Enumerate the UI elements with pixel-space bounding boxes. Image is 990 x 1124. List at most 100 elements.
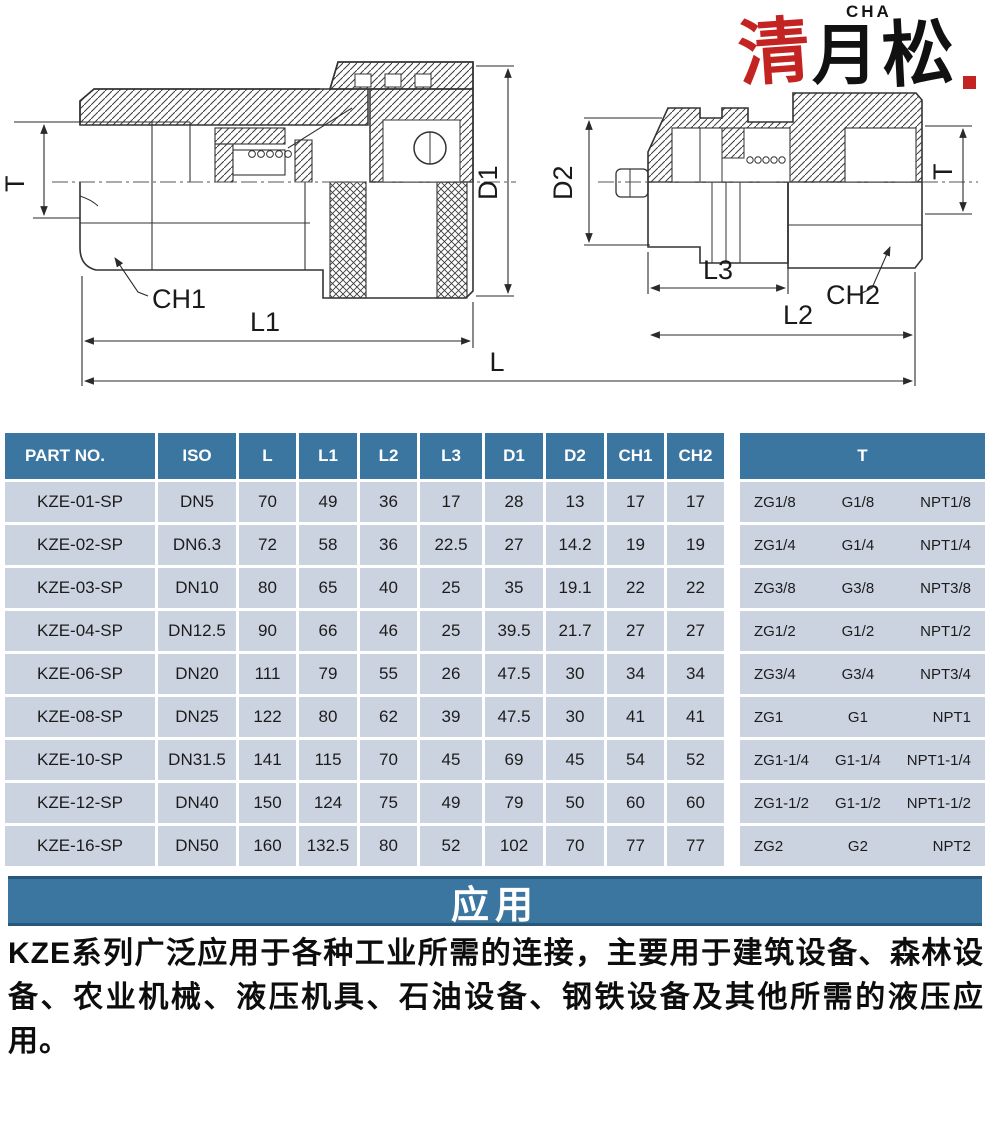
thread-value: G1/2 bbox=[841, 622, 875, 640]
thread-value: NPT2 bbox=[932, 837, 971, 855]
thread-value: G3/4 bbox=[841, 665, 875, 683]
column-header-l: L bbox=[239, 433, 296, 479]
column-header-t: T bbox=[740, 433, 985, 479]
column-header-l3: L3 bbox=[420, 433, 482, 479]
application-header-bar: 应用 bbox=[8, 876, 982, 927]
table-cell: 79 bbox=[299, 654, 357, 694]
thread-value: ZG1/2 bbox=[754, 622, 796, 640]
thread-value: NPT3/4 bbox=[920, 665, 971, 683]
dim-label-d2: D2 bbox=[548, 165, 578, 200]
column-gap-spacer bbox=[727, 433, 737, 479]
thread-value: ZG1/8 bbox=[754, 493, 796, 511]
table-cell: 49 bbox=[420, 783, 482, 823]
table-cell: 122 bbox=[239, 697, 296, 737]
table-cell: 19 bbox=[607, 525, 664, 565]
table-cell: 39 bbox=[420, 697, 482, 737]
female-coupling-drawing bbox=[52, 61, 516, 299]
dim-label-d1: D1 bbox=[473, 165, 503, 200]
table-cell: 90 bbox=[239, 611, 296, 651]
table-cell: 46 bbox=[360, 611, 417, 651]
column-header-ch1: CH1 bbox=[607, 433, 664, 479]
table-cell: 27 bbox=[667, 611, 724, 651]
thread-value: NPT1-1/4 bbox=[906, 751, 971, 769]
table-cell: 26 bbox=[420, 654, 482, 694]
table-cell: KZE-04-SP bbox=[5, 611, 155, 651]
table-cell: KZE-01-SP bbox=[5, 482, 155, 522]
table-cell: KZE-16-SP bbox=[5, 826, 155, 866]
table-cell: 50 bbox=[546, 783, 604, 823]
table-cell: 60 bbox=[667, 783, 724, 823]
dim-label-ch2: CH2 bbox=[826, 280, 880, 310]
logo-char-song: 松 bbox=[879, 9, 957, 98]
table-cell: 75 bbox=[360, 783, 417, 823]
column-gap-spacer bbox=[727, 611, 737, 651]
table-cell: 22 bbox=[607, 568, 664, 608]
table-cell: 40 bbox=[360, 568, 417, 608]
coupling-drawings-svg: T CH1 L1 L D1 D2 L3 CH2 L2 T bbox=[0, 61, 978, 386]
table-cell: 28 bbox=[485, 482, 543, 522]
logo-char-yue: 月 bbox=[812, 16, 878, 94]
table-cell: 72 bbox=[239, 525, 296, 565]
thread-value: NPT1-1/2 bbox=[906, 794, 971, 812]
table-cell: 141 bbox=[239, 740, 296, 780]
table-cell: 70 bbox=[546, 826, 604, 866]
thread-value: ZG2 bbox=[754, 837, 784, 855]
table-cell: 77 bbox=[667, 826, 724, 866]
table-cell: DN25 bbox=[158, 697, 236, 737]
male-drawing-dimensions bbox=[584, 117, 972, 339]
column-header-part-no-: PART NO. bbox=[5, 433, 155, 479]
table-cell: 49 bbox=[299, 482, 357, 522]
thread-value: G1-1/4 bbox=[834, 751, 881, 769]
thread-value: NPT1/4 bbox=[920, 536, 971, 554]
table-cell: 34 bbox=[607, 654, 664, 694]
table-cell: 30 bbox=[546, 697, 604, 737]
thread-value: G1/8 bbox=[841, 493, 875, 511]
thread-value: ZG1-1/4 bbox=[754, 751, 810, 769]
thread-cell: ZG1-1/4 G1-1/4 NPT1-1/4 bbox=[740, 740, 985, 780]
thread-value: G1/4 bbox=[841, 536, 875, 554]
table-cell: 70 bbox=[360, 740, 417, 780]
table-cell: 80 bbox=[360, 826, 417, 866]
table-cell: 62 bbox=[360, 697, 417, 737]
thread-cell: ZG2 G2 NPT2 bbox=[740, 826, 985, 866]
column-gap-spacer bbox=[727, 740, 737, 780]
table-cell: 47.5 bbox=[485, 697, 543, 737]
column-header-l1: L1 bbox=[299, 433, 357, 479]
table-cell: DN50 bbox=[158, 826, 236, 866]
table-cell: DN5 bbox=[158, 482, 236, 522]
dim-label-l3: L3 bbox=[703, 255, 733, 285]
application-body-text: KZE系列广泛应用于各种工业所需的连接，主要用于建筑设备、森林设备、农业机械、液… bbox=[8, 937, 984, 1058]
male-coupling-drawing bbox=[598, 92, 978, 269]
table-cell: 22 bbox=[667, 568, 724, 608]
table-cell: 14.2 bbox=[546, 525, 604, 565]
column-gap-spacer bbox=[727, 525, 737, 565]
thread-value: NPT1/8 bbox=[920, 493, 971, 511]
table-cell: 52 bbox=[667, 740, 724, 780]
column-gap-spacer bbox=[727, 482, 737, 522]
table-cell: 17 bbox=[607, 482, 664, 522]
thread-value: NPT3/8 bbox=[920, 579, 971, 597]
dim-label-l2: L2 bbox=[783, 300, 813, 330]
table-cell: 47.5 bbox=[485, 654, 543, 694]
table-cell: DN31.5 bbox=[158, 740, 236, 780]
table-cell: 55 bbox=[360, 654, 417, 694]
table-cell: 17 bbox=[667, 482, 724, 522]
dim-label-l: L bbox=[489, 347, 504, 377]
column-header-l2: L2 bbox=[360, 433, 417, 479]
table-cell: 13 bbox=[546, 482, 604, 522]
female-drawing-dimensions bbox=[14, 65, 916, 386]
thread-value: G2 bbox=[847, 837, 868, 855]
dim-label-t-right: T bbox=[928, 164, 958, 181]
table-cell: KZE-03-SP bbox=[5, 568, 155, 608]
table-cell: 150 bbox=[239, 783, 296, 823]
table-cell: 60 bbox=[607, 783, 664, 823]
column-gap-spacer bbox=[727, 654, 737, 694]
table-cell: DN6.3 bbox=[158, 525, 236, 565]
table-cell: 160 bbox=[239, 826, 296, 866]
table-cell: DN10 bbox=[158, 568, 236, 608]
column-header-d2: D2 bbox=[546, 433, 604, 479]
